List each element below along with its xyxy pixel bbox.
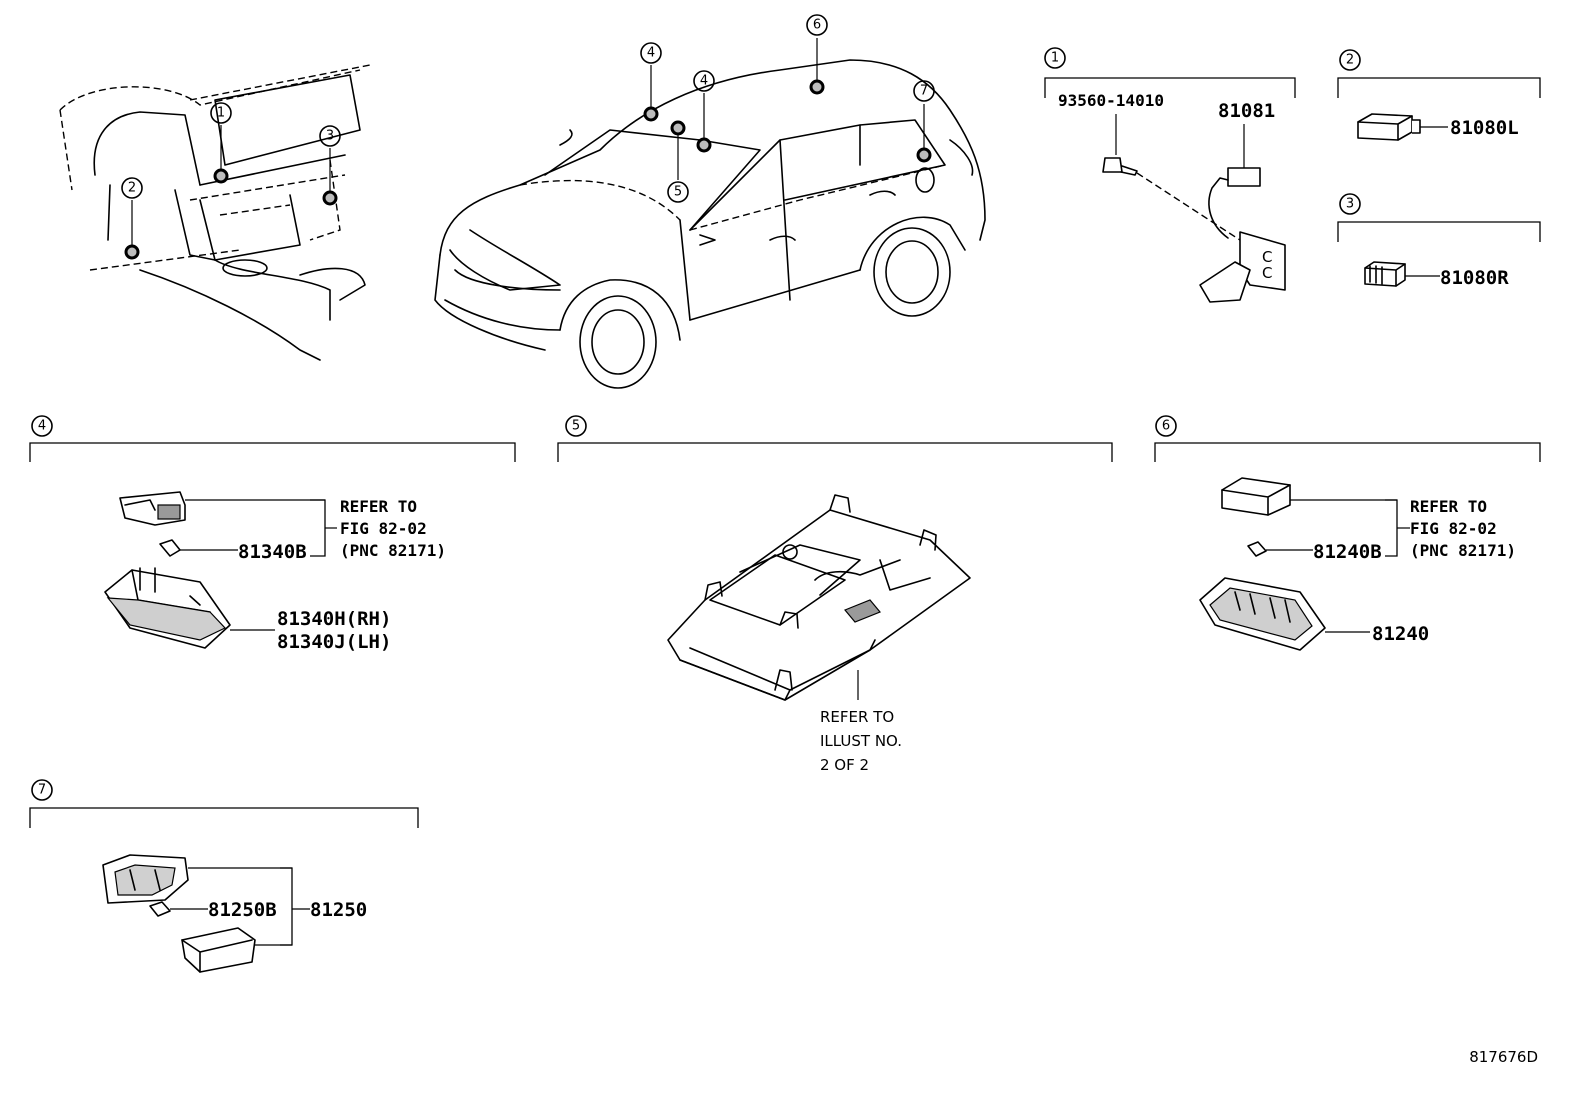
part-81340B: 81340B xyxy=(238,541,307,563)
part-81340H: 81340H(RH) xyxy=(277,608,391,630)
location-marker-3 xyxy=(322,190,338,206)
section-3: 3 81080R xyxy=(1337,193,1541,289)
illustration-id: 817676D xyxy=(1469,1048,1538,1066)
part-81250: 81250 xyxy=(310,899,367,921)
section-3-number: 3 xyxy=(1346,197,1354,212)
note-6-line1: REFER TO xyxy=(1410,497,1487,516)
callout-4a-loc: 4 xyxy=(647,46,655,61)
dashboard-illustration xyxy=(59,64,371,361)
section-5-number: 5 xyxy=(572,419,580,434)
part-81080R: 81080R xyxy=(1440,267,1509,289)
location-marker-4a xyxy=(643,106,659,122)
note-6-line3: (PNC 82171) xyxy=(1410,541,1516,560)
callout-4b-loc: 4 xyxy=(700,74,708,89)
section-4: 4 81340B REFER TO FIG 82-02 (PNC 82171) … xyxy=(29,415,516,653)
note-4-line1: REFER TO xyxy=(340,497,417,516)
callout-6-loc: 6 xyxy=(813,18,821,33)
section-2: 2 81080L xyxy=(1337,49,1541,141)
callout-2-loc: 2 xyxy=(128,181,136,196)
svg-text:C: C xyxy=(1262,248,1272,266)
part-81240B: 81240B xyxy=(1313,541,1382,563)
note-5-line1: REFER TO xyxy=(820,708,894,726)
section-2-number: 2 xyxy=(1346,53,1354,68)
callout-1-loc: 1 xyxy=(217,106,225,121)
part-81250B: 81250B xyxy=(208,899,277,921)
note-4-line2: FIG 82-02 xyxy=(340,519,427,538)
callout-3-loc: 3 xyxy=(326,129,334,144)
location-marker-5 xyxy=(670,120,686,136)
part-93560-14010: 93560-14010 xyxy=(1058,91,1164,110)
location-marker-4b xyxy=(696,137,712,153)
section-5: 5 REFER TO ILLUST NO. 2 OF 2 xyxy=(557,415,1113,774)
location-marker-7 xyxy=(916,147,932,163)
note-5-line3: 2 OF 2 xyxy=(820,756,869,774)
section-4-number: 4 xyxy=(38,419,46,434)
vehicle-illustration xyxy=(434,59,986,389)
section-6: 6 81240B REFER TO FIG 82-02 (PNC 82171) … xyxy=(1154,415,1541,651)
note-4-line3: (PNC 82171) xyxy=(340,541,446,560)
section-6-number: 6 xyxy=(1162,419,1170,434)
part-81081: 81081 xyxy=(1218,100,1275,122)
note-6-line2: FIG 82-02 xyxy=(1410,519,1497,538)
location-marker-6 xyxy=(809,79,825,95)
location-marker-2 xyxy=(124,244,140,260)
locator-callouts: 1 2 3 4 4 5 6 7 xyxy=(121,14,935,203)
part-81080L: 81080L xyxy=(1450,117,1519,139)
section-7-number: 7 xyxy=(38,783,46,798)
note-5-line2: ILLUST NO. xyxy=(820,732,902,750)
section-1: 1 93560-14010 81081 CC xyxy=(1044,47,1296,303)
callout-5-loc: 5 xyxy=(674,185,682,200)
section-1-number: 1 xyxy=(1051,51,1059,66)
svg-text:C: C xyxy=(1262,264,1272,282)
callout-7-loc: 7 xyxy=(920,84,928,99)
part-81240: 81240 xyxy=(1372,623,1429,645)
part-81340J: 81340J(LH) xyxy=(277,631,391,653)
section-7: 7 81250B 81250 xyxy=(29,779,419,973)
location-marker-1 xyxy=(213,168,229,184)
